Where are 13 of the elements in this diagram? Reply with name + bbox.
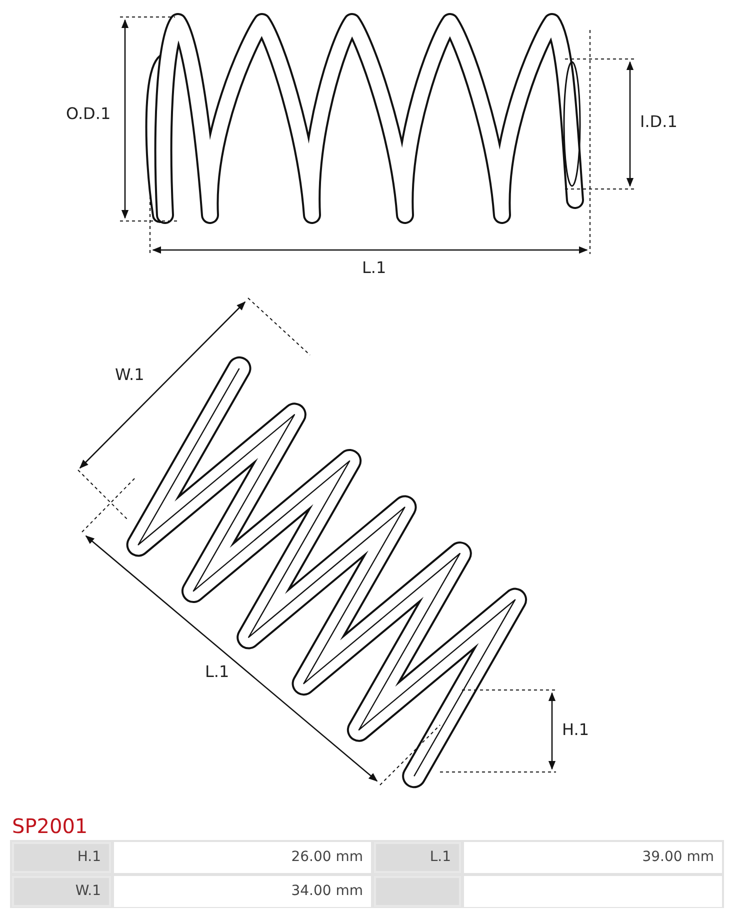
dimension-label: H.1: [562, 722, 590, 738]
table-header-cell: L.1: [374, 842, 461, 873]
dimension-label: I.D.1: [640, 114, 678, 130]
dimension-label: W.1: [115, 367, 144, 383]
table-cell: 39.00 mm: [464, 842, 722, 873]
dimension-label: L.1: [362, 260, 386, 276]
dimension-label: L.1: [205, 664, 230, 680]
dimension-label: O.D.1: [66, 106, 111, 122]
table-cell: 26.00 mm: [114, 842, 371, 873]
table-header-cell: W.1: [12, 876, 111, 907]
part-number-title: SP2001: [12, 813, 88, 840]
table-header-cell: H.1: [12, 842, 111, 873]
table-cell: 34.00 mm: [114, 876, 371, 907]
